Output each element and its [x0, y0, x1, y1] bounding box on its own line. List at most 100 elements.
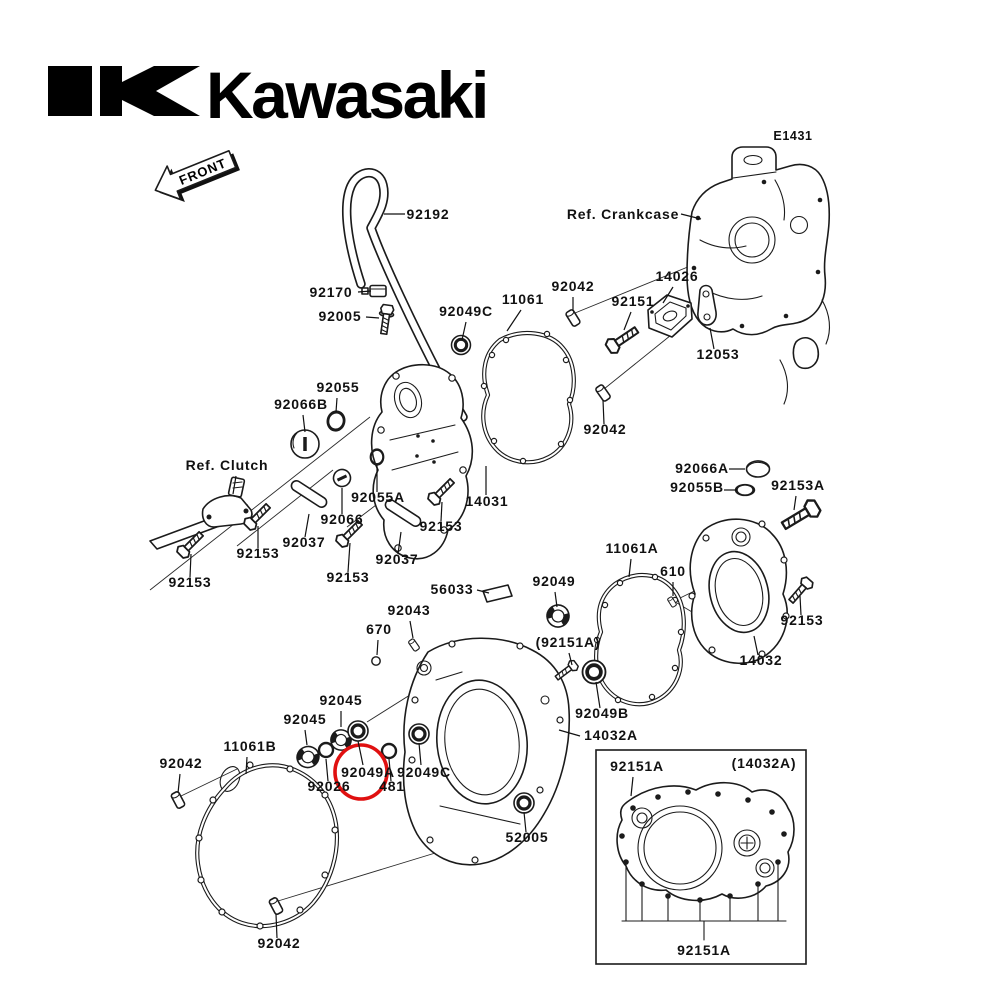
seal-52005: [512, 791, 536, 815]
leader-line: [440, 501, 443, 522]
strap-12053: [697, 284, 717, 326]
sticker-56033: [482, 584, 513, 603]
bolt-92153A: [777, 496, 824, 535]
bolt-92151: [602, 322, 643, 357]
cap-92066A: [745, 460, 771, 478]
front-direction-arrow: FRONT: [154, 149, 240, 203]
plug-92066: [332, 468, 352, 488]
leader-line: [177, 773, 181, 794]
leader-line: [245, 756, 248, 775]
leader-line: [554, 591, 558, 608]
part-label-481: 481: [379, 778, 405, 794]
kawasaki-logo: Kawasaki: [48, 58, 489, 132]
oring-670: [371, 656, 381, 666]
bracket-14026: [647, 294, 693, 338]
part-label-11061A: 11061A: [605, 540, 658, 556]
leader-line: [335, 397, 338, 413]
part-label-92037: 92037: [283, 534, 326, 550]
leader-line: [304, 513, 310, 538]
oring-92055B: [734, 483, 756, 497]
part-label-92066: 92066: [321, 511, 364, 527]
part-label-92066B: 92066B: [274, 396, 328, 412]
seal-92049C: [449, 333, 473, 357]
leader-line: [302, 414, 306, 433]
part-labels-layer: 92192 Ref. Crankcase 92170 92005 92049C 11061…: [160, 206, 825, 958]
part-label-92049C: 92049C: [397, 764, 451, 780]
leader-line: [568, 652, 573, 666]
bearing-92049: [543, 601, 573, 631]
leader-line: [461, 321, 467, 341]
part-label-92153: 92153: [781, 612, 824, 628]
part-label-92170: 92170: [310, 284, 353, 300]
part-label-RefClutch: Ref. Clutch: [186, 457, 269, 473]
part-label-12053: 12053: [697, 346, 740, 362]
leader-line: [357, 740, 364, 766]
leader-line: [325, 758, 329, 782]
oil-hose: [341, 168, 468, 422]
leader-line: [602, 399, 605, 425]
bearing-92045: [293, 742, 323, 772]
leader-line: [365, 316, 380, 319]
part-label-92042: 92042: [258, 935, 301, 951]
part-label-92045: 92045: [284, 711, 327, 727]
seal-92049B: [580, 658, 608, 686]
inset-box-14032A: [595, 749, 807, 965]
dowel-92042: [169, 790, 187, 810]
part-label-RefCrankcase: Ref. Crankcase: [567, 206, 679, 222]
part-label-14031: 14031: [466, 493, 509, 509]
leader-line: [506, 309, 522, 332]
part-label-92066A: 92066A: [675, 460, 729, 476]
leader-line: [523, 811, 527, 833]
seal-92049C: [407, 722, 431, 746]
part-label-11061: 11061: [502, 291, 544, 307]
part-label-14032A: (14032A): [732, 755, 797, 771]
leader-line: [799, 595, 802, 616]
part-label-92055A: 92055A: [351, 489, 405, 505]
page-code: E1431: [773, 129, 812, 143]
part-label-92045: 92045: [320, 692, 363, 708]
leader-line: [709, 327, 715, 350]
part-label-92005: 92005: [319, 308, 362, 324]
leader-line: [232, 475, 237, 495]
cap-92066B: [290, 429, 320, 459]
leader-line: [680, 213, 702, 220]
part-label-52005: 52005: [506, 829, 549, 845]
leader-line: [630, 776, 634, 797]
part-label-92049: 92049: [533, 573, 576, 589]
part-label-92055B: 92055B: [670, 479, 724, 495]
pin-92043: [407, 637, 421, 653]
part-label-92055: 92055: [317, 379, 360, 395]
part-label-92049C: 92049C: [439, 303, 493, 319]
part-label-92042: 92042: [584, 421, 627, 437]
kawasaki-river-mark-icon: [100, 66, 200, 116]
part-label-14026: 14026: [656, 268, 699, 284]
part-label-14032A: 14032A: [584, 727, 638, 743]
part-label-92153: 92153: [420, 518, 463, 534]
part-label-92042: 92042: [552, 278, 595, 294]
leader-line: [753, 635, 759, 656]
leader-line: [409, 620, 414, 639]
part-label-11061B: 11061B: [223, 738, 276, 754]
leader-line: [397, 531, 402, 555]
leader-line: [304, 729, 308, 746]
leader-line: [662, 286, 674, 304]
part-label-92192: 92192: [407, 206, 450, 222]
leader-line: [595, 681, 601, 709]
part-label-92026: 92026: [308, 778, 351, 794]
crankcase-reference: [686, 146, 831, 405]
part-label-92153: 92153: [237, 545, 280, 561]
leader-line: [628, 558, 632, 578]
part-label-92042: 92042: [160, 755, 203, 771]
leader-line: [793, 495, 797, 511]
gasket-11061: [480, 330, 576, 465]
part-label-92151A: 92151A: [677, 942, 731, 958]
part-label-92151: 92151: [612, 293, 655, 309]
ring-92026: [317, 741, 335, 759]
part-label-14032: 14032: [740, 652, 783, 668]
part-label-92153A: 92153A: [771, 477, 825, 493]
leader-line: [476, 589, 490, 594]
leader-line: [357, 290, 372, 293]
part-label-670: 670: [366, 621, 392, 637]
part-label-56033: 56033: [431, 581, 474, 597]
